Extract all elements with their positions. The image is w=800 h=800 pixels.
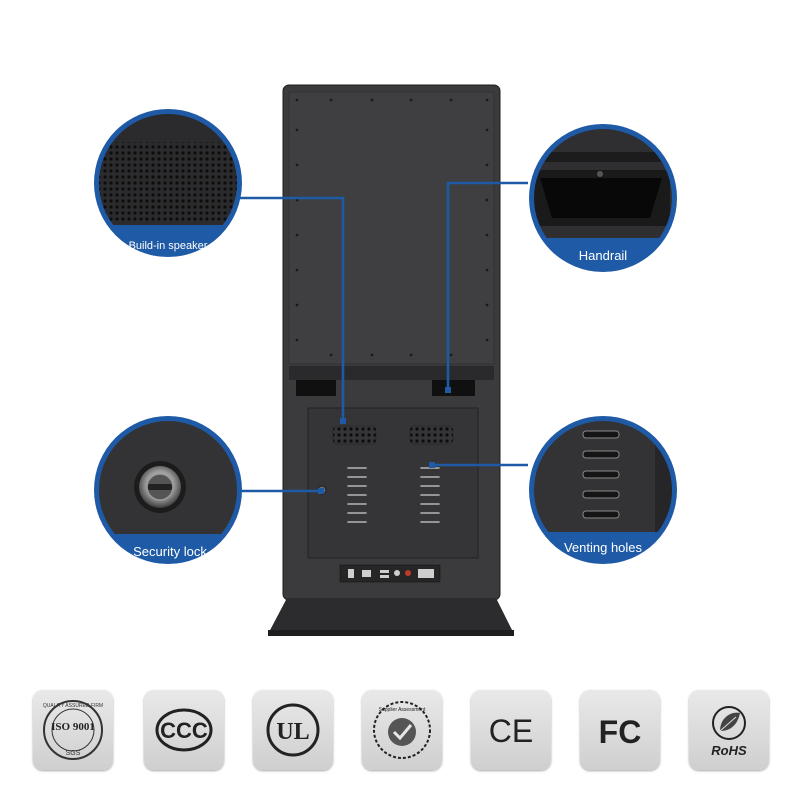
svg-text:Supplier Assessment: Supplier Assessment: [379, 707, 426, 713]
certification-row: QUALITY ASSURED FIRM ISO 9001 SGS CCC UL…: [0, 690, 800, 780]
svg-text:ISO 9001: ISO 9001: [51, 721, 95, 733]
svg-text:RoHS: RoHS: [711, 743, 747, 758]
supplier-assessment-icon: Supplier Assessment: [362, 690, 442, 770]
rohs-icon: RoHS: [689, 690, 769, 770]
callout-lines: [238, 181, 528, 493]
lock-label: Security lock: [133, 544, 207, 559]
svg-text:CE: CE: [489, 713, 533, 749]
ccc-icon: CCC: [144, 690, 224, 770]
svg-text:QUALITY ASSURED FIRM: QUALITY ASSURED FIRM: [43, 703, 103, 709]
kiosk-body: [268, 84, 514, 636]
handrail-callout: Handrail: [529, 124, 677, 272]
vents-callout: Venting holes: [529, 416, 677, 564]
fc-icon: FC: [580, 690, 660, 770]
speaker-callout: Build-in speaker: [94, 109, 242, 257]
ce-icon: CE: [471, 690, 551, 770]
ul-icon: UL: [253, 690, 333, 770]
vents-label: Venting holes: [564, 540, 643, 555]
svg-text:FC: FC: [599, 714, 642, 750]
speaker-label: Build-in speaker: [129, 240, 208, 252]
svg-text:SGS: SGS: [66, 750, 81, 757]
lock-callout: Security lock: [94, 416, 242, 564]
svg-text:CCC: CCC: [160, 718, 208, 743]
handrail-label: Handrail: [579, 248, 628, 263]
svg-text:UL: UL: [276, 719, 309, 745]
iso-9001-icon: QUALITY ASSURED FIRM ISO 9001 SGS: [33, 690, 113, 770]
